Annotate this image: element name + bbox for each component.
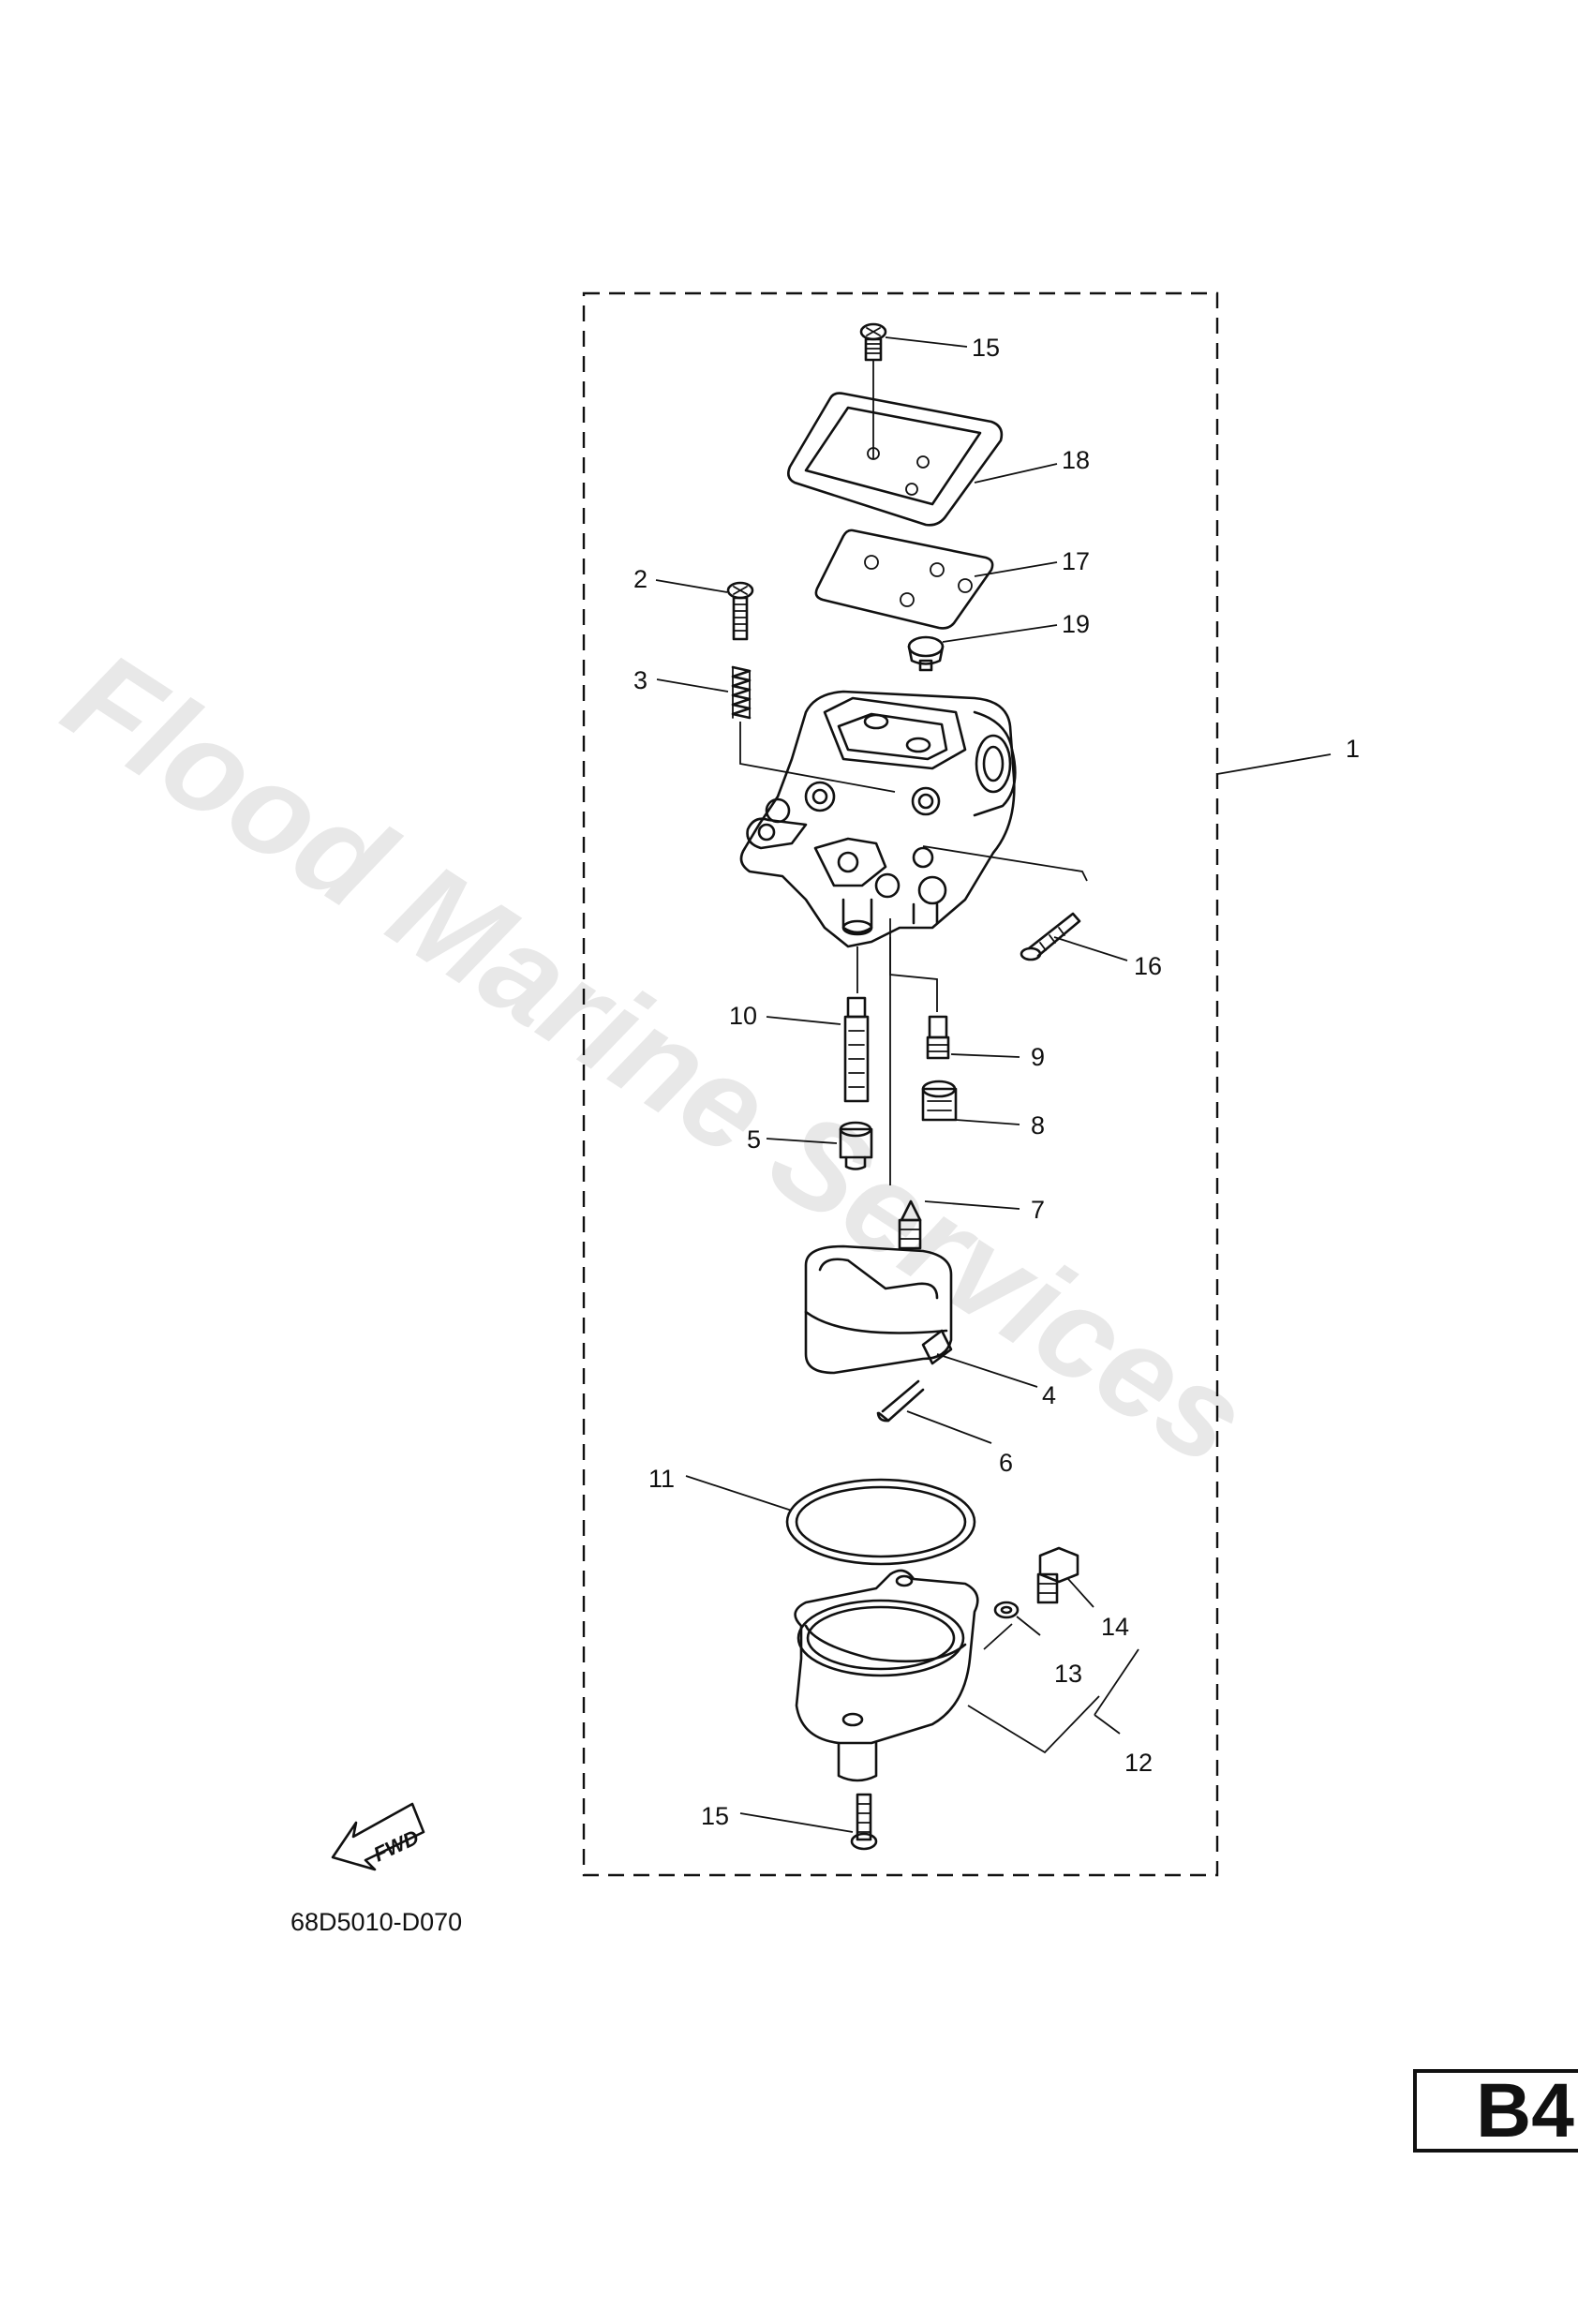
callout-4: 4 [1042,1381,1056,1409]
leader-19 [942,624,1058,643]
washer [993,1601,1020,1619]
leader-15b [739,1812,854,1833]
float-pin [876,1379,925,1423]
callout-9: 9 [1031,1043,1045,1071]
pilot-screw [1020,912,1081,961]
callout-17: 17 [1062,547,1090,575]
callout-10: 10 [729,1002,757,1030]
screw-top [859,322,887,362]
leader-12 [967,1648,1139,1754]
leader-4 [936,1353,1038,1388]
callout-3: 3 [633,666,648,694]
screw-bottom [850,1793,878,1851]
callout-13: 13 [1054,1660,1082,1688]
pilot-jet [926,1015,950,1060]
callout-19: 19 [1062,610,1090,638]
callout-16: 16 [1134,952,1162,980]
main-jet [921,1080,958,1122]
leader-15a [885,336,968,348]
leader-13 [1016,1616,1041,1636]
leader-14 [1067,1578,1094,1608]
fwd-label: FWD [370,1825,423,1867]
carburetor-body [739,690,1017,948]
spring [731,665,752,720]
callout-12: 12 [1124,1749,1153,1777]
leader-2 [655,579,728,593]
gasket [814,529,994,630]
needle-valve [898,1199,922,1250]
leader-5 [766,1138,838,1144]
callout-15b: 15 [701,1802,729,1830]
plug [907,635,945,672]
callout-11: 11 [648,1465,675,1493]
leader-10 [766,1016,841,1025]
watermark: Flood Marine Services [41,624,1271,1493]
callout-18: 18 [1062,446,1090,474]
leader-18 [974,463,1058,484]
callout-2: 2 [633,565,648,593]
callout-14: 14 [1101,1613,1129,1641]
leader-11 [685,1475,793,1512]
callout-7: 7 [1031,1196,1045,1224]
valve-seat [839,1121,873,1170]
fwd-arrow-icon: FWD [331,1802,425,1871]
leader-3 [656,678,729,693]
idle-screw [726,581,754,641]
main-nozzle [843,996,870,1103]
drawing-code: 68D5010-D070 [290,1908,462,1936]
callout-15a: 15 [972,334,1000,362]
leader-7 [924,1200,1020,1210]
assembly-frame [582,291,1219,1877]
leader-6 [906,1410,992,1444]
float [804,1244,953,1375]
callout-5: 5 [747,1125,761,1154]
float-bowl-gasket [785,1478,976,1566]
page-tab: B4 [1413,2068,1578,2153]
callout-1: 1 [1346,735,1360,763]
drain-screw [1036,1546,1079,1604]
leader-17 [974,561,1058,577]
cover-plate [787,392,1004,527]
callout-6: 6 [999,1449,1013,1477]
leader-8 [955,1119,1020,1125]
leader-1 [1216,753,1332,775]
leader-9 [950,1053,1020,1058]
float-bowl [794,1569,979,1782]
callout-8: 8 [1031,1111,1045,1140]
page-tab-label: B4 [1476,2068,1574,2153]
leader-16 [1053,936,1128,961]
